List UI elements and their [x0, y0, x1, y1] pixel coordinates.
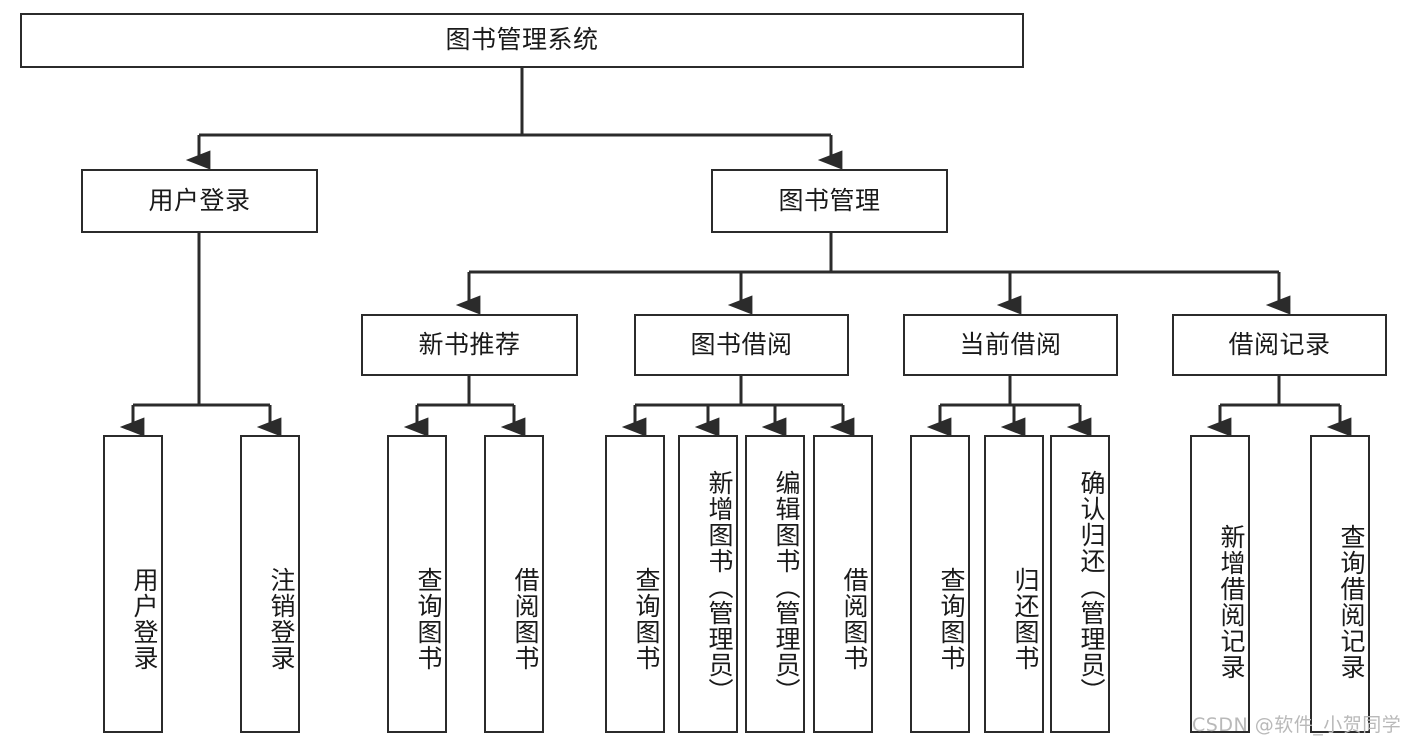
node-book-management-label: 图书管理: [778, 185, 881, 215]
leaf-edit-book-admin-label: 编辑图书（管理员）: [772, 470, 801, 704]
node-root[interactable]: 图书管理系统: [20, 13, 1024, 68]
leaf-borrow-books-recommend[interactable]: 借阅图书: [484, 435, 544, 733]
node-borrow-record-label: 借阅记录: [1228, 329, 1331, 359]
node-book-management[interactable]: 图书管理: [711, 169, 948, 233]
csdn-watermark: CSDN @软件_小贺同学: [1192, 714, 1402, 736]
node-current-borrow[interactable]: 当前借阅: [903, 314, 1118, 376]
leaf-query-books-current[interactable]: 查询图书: [910, 435, 970, 733]
leaf-query-books-borrow[interactable]: 查询图书: [605, 435, 665, 733]
node-user-login-label: 用户登录: [148, 185, 251, 215]
leaf-add-borrow-record[interactable]: 新增借阅记录: [1190, 435, 1250, 733]
leaf-borrow-books[interactable]: 借阅图书: [813, 435, 873, 733]
node-book-borrow[interactable]: 图书借阅: [634, 314, 849, 376]
leaf-borrow-books-label: 借阅图书: [840, 567, 869, 671]
leaf-query-borrow-record[interactable]: 查询借阅记录: [1310, 435, 1370, 733]
leaf-add-book-admin-label: 新增图书（管理员）: [705, 470, 734, 704]
leaf-confirm-return-admin-label: 确认归还（管理员）: [1077, 470, 1106, 704]
leaf-query-books-borrow-label: 查询图书: [632, 567, 661, 671]
node-user-login[interactable]: 用户登录: [81, 169, 318, 233]
node-book-borrow-label: 图书借阅: [690, 329, 793, 359]
leaf-query-books-recommend-label: 查询图书: [414, 567, 443, 671]
leaf-edit-book-admin[interactable]: 编辑图书（管理员）: [745, 435, 805, 733]
leaf-return-books-label: 归还图书: [1011, 567, 1040, 671]
leaf-add-book-admin[interactable]: 新增图书（管理员）: [678, 435, 738, 733]
node-root-label: 图书管理系统: [445, 25, 599, 55]
leaf-return-books[interactable]: 归还图书: [984, 435, 1044, 733]
leaf-borrow-books-recommend-label: 借阅图书: [511, 567, 540, 671]
leaf-confirm-return-admin[interactable]: 确认归还（管理员）: [1050, 435, 1110, 733]
leaf-logout-label: 注销登录: [267, 567, 296, 671]
node-new-book-recommend-label: 新书推荐: [418, 329, 521, 359]
node-current-borrow-label: 当前借阅: [959, 329, 1062, 359]
leaf-query-borrow-record-label: 查询借阅记录: [1337, 524, 1366, 680]
leaf-add-borrow-record-label: 新增借阅记录: [1217, 524, 1246, 680]
leaf-query-books-recommend[interactable]: 查询图书: [387, 435, 447, 733]
node-borrow-record[interactable]: 借阅记录: [1172, 314, 1387, 376]
leaf-user-login[interactable]: 用户登录: [103, 435, 163, 733]
node-new-book-recommend[interactable]: 新书推荐: [361, 314, 578, 376]
leaf-user-login-label: 用户登录: [130, 567, 159, 671]
leaf-query-books-current-label: 查询图书: [937, 567, 966, 671]
leaf-logout[interactable]: 注销登录: [240, 435, 300, 733]
